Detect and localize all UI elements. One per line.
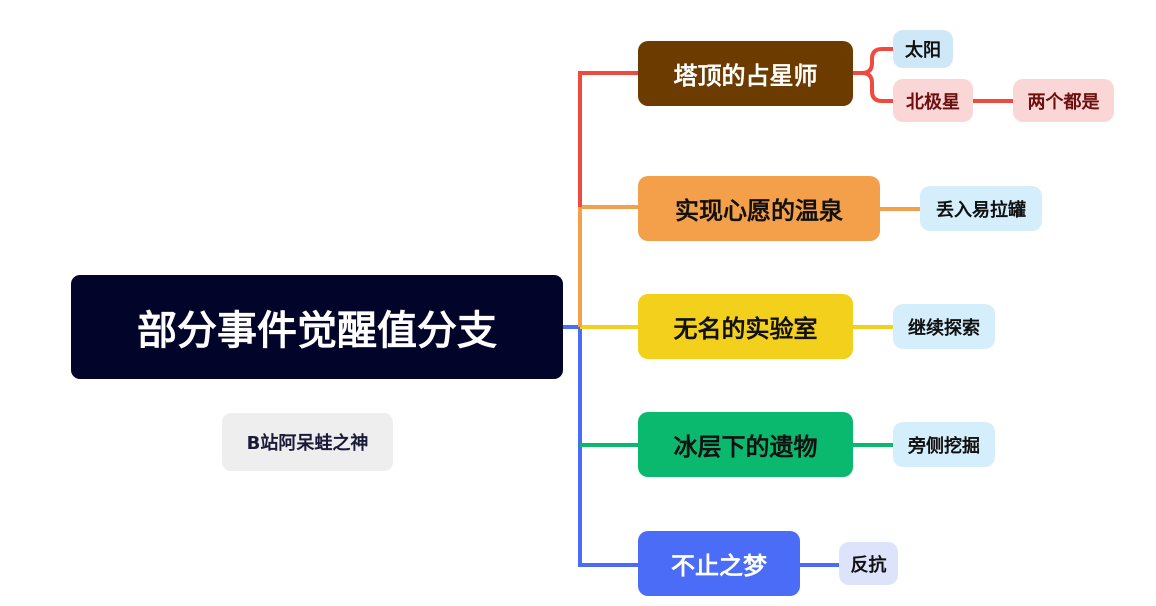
branch-node-astrologer[interactable]: 塔顶的占星师	[638, 41, 853, 106]
branch-node-laboratory[interactable]: 无名的实验室	[638, 294, 853, 359]
leaf-node-sun[interactable]: 太阳	[893, 30, 953, 68]
watermark-label: B站阿呆蛙之神	[222, 413, 393, 471]
connector-polaris	[861, 71, 893, 103]
branch-node-dream[interactable]: 不止之梦	[638, 531, 800, 596]
leaf-node-polaris[interactable]: 北极星	[893, 79, 973, 122]
root-node[interactable]: 部分事件觉醒值分支	[71, 275, 563, 379]
connector-sun	[853, 47, 893, 75]
leaf-node-continue-explore[interactable]: 继续探索	[893, 304, 995, 349]
leaf-node-throw-can[interactable]: 丢入易拉罐	[920, 186, 1042, 231]
leaf-node-side-dig[interactable]: 旁侧挖掘	[893, 422, 995, 467]
connector-red	[578, 71, 638, 207]
leaf-node-resist[interactable]: 反抗	[839, 542, 898, 585]
leaf-node-both[interactable]: 两个都是	[1013, 79, 1114, 122]
branch-node-relic[interactable]: 冰层下的遗物	[638, 412, 853, 477]
connector-orange	[578, 205, 638, 327]
branch-node-hot-spring[interactable]: 实现心愿的温泉	[638, 176, 880, 241]
